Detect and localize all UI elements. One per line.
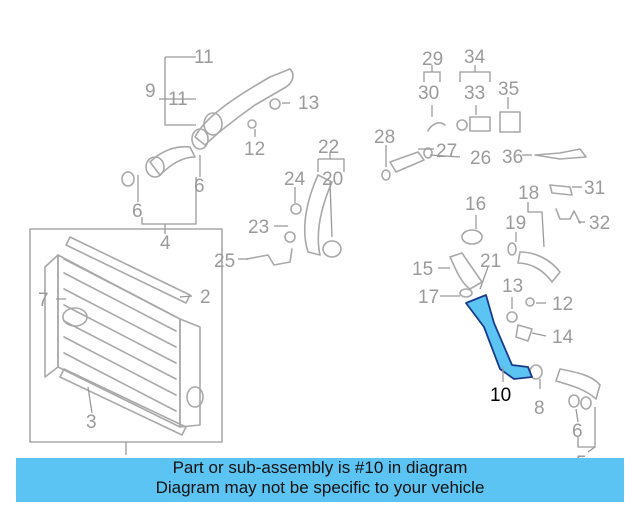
label-13a: 13 — [298, 93, 319, 114]
label-32: 32 — [589, 213, 610, 234]
info-banner: Part or sub-assembly is #10 in diagram D… — [16, 458, 624, 502]
label-12b: 12 — [552, 294, 573, 315]
label-33: 33 — [464, 83, 485, 104]
center-pipes — [246, 111, 587, 266]
intercooler-assembly — [29, 228, 223, 443]
label-11a: 11 — [194, 47, 214, 68]
callout-lines — [56, 56, 596, 455]
part-labels: 1 2 3 4 5 6 6 6 7 8 9 10 11 11 12 12 13 … — [38, 47, 610, 478]
label-6b: 6 — [194, 176, 205, 197]
label-11b: 11 — [168, 89, 188, 110]
label-24: 24 — [284, 169, 306, 190]
label-25: 25 — [214, 251, 235, 272]
label-22: 22 — [318, 137, 339, 158]
label-29: 29 — [422, 49, 443, 70]
right-parts — [449, 184, 601, 410]
upper-ducts — [121, 68, 294, 187]
label-20: 20 — [322, 169, 343, 190]
label-12a: 12 — [244, 139, 265, 160]
label-34: 34 — [464, 47, 486, 68]
label-6a: 6 — [132, 201, 143, 222]
label-13b: 13 — [502, 276, 523, 297]
part-10-highlight[interactable] — [465, 294, 533, 380]
label-26: 26 — [470, 148, 491, 169]
label-35: 35 — [498, 79, 519, 100]
label-14: 14 — [552, 327, 574, 348]
label-27: 27 — [436, 141, 457, 162]
label-18: 18 — [518, 183, 539, 204]
banner-line-2: Diagram may not be specific to your vehi… — [155, 478, 485, 497]
label-21: 21 — [480, 251, 501, 272]
label-7: 7 — [38, 290, 49, 311]
label-6c: 6 — [572, 421, 583, 442]
label-10: 10 — [490, 385, 511, 406]
label-16: 16 — [465, 194, 486, 215]
label-31: 31 — [584, 178, 605, 199]
label-36: 36 — [502, 147, 523, 168]
label-19: 19 — [505, 213, 526, 234]
label-17: 17 — [418, 287, 439, 308]
banner-line-1: Part or sub-assembly is #10 in diagram — [172, 458, 468, 477]
label-3: 3 — [86, 412, 97, 433]
label-4: 4 — [160, 233, 171, 254]
label-8: 8 — [534, 398, 545, 419]
label-30: 30 — [418, 83, 439, 104]
label-2: 2 — [200, 287, 211, 308]
label-9: 9 — [145, 81, 156, 102]
label-23: 23 — [248, 217, 269, 238]
label-28: 28 — [374, 127, 395, 148]
label-15: 15 — [412, 259, 433, 280]
